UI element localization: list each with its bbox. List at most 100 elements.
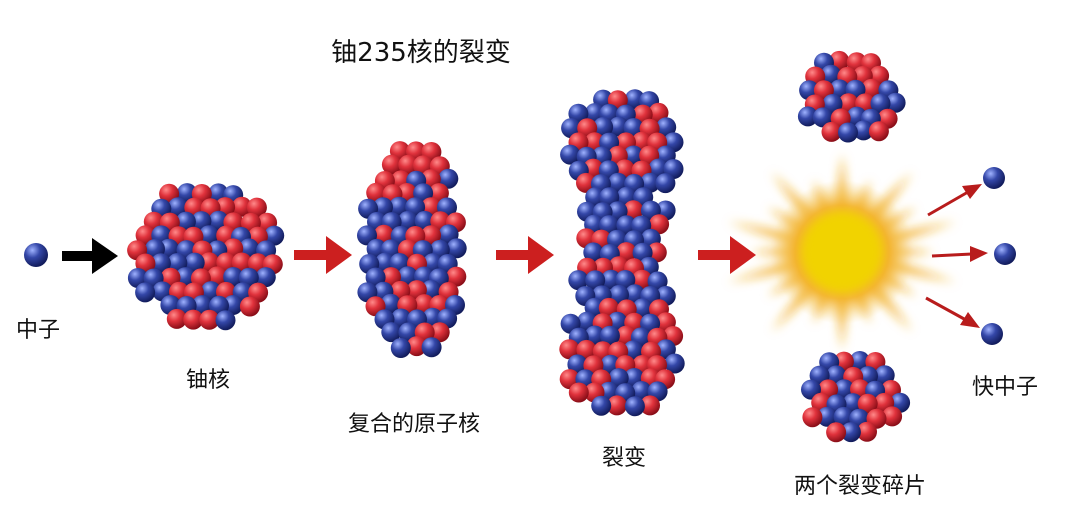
neutron-label-text: 中子 <box>16 318 61 343</box>
neutron-sphere <box>208 210 229 231</box>
compound-nucleus-cluster <box>357 141 467 358</box>
neutron-sphere <box>631 381 652 401</box>
neutron-sphere <box>599 325 620 346</box>
fragment-top-cluster <box>797 50 906 143</box>
neutron-sphere <box>380 293 401 314</box>
process-arrow-icon <box>294 236 352 274</box>
neutron-sphere <box>608 116 629 137</box>
neutron-sphere <box>833 406 854 427</box>
fast-neutron-arrow-icon <box>927 184 982 217</box>
neutron-label: 中子 <box>6 300 102 356</box>
neutron-sphere <box>664 353 685 374</box>
neutron-sphere <box>616 215 637 236</box>
proton-sphere <box>231 196 252 217</box>
proton-sphere <box>802 407 823 428</box>
neutron-sphere <box>390 338 411 358</box>
proton-sphere <box>559 339 580 360</box>
neutron-sphere <box>853 120 874 141</box>
neutron-sphere <box>601 269 621 290</box>
compound-nucleus-label-text: 复合的原子核 <box>347 412 480 437</box>
proton-sphere <box>576 339 597 360</box>
neutron-sphere <box>885 92 906 113</box>
neutron-sphere <box>981 323 1003 345</box>
neutron-sphere <box>656 117 677 138</box>
fast-neutron-arrow-icon <box>931 246 988 262</box>
uranium-nucleus-label: 铀核 <box>108 340 308 416</box>
proton-sphere <box>183 309 204 330</box>
fission-label: 裂变 <box>548 424 700 488</box>
neutron-sphere <box>840 422 861 443</box>
fast-neutrons-label: 快中子 <box>930 356 1080 414</box>
neutron-sphere <box>817 406 838 427</box>
neutron-sphere <box>438 168 459 189</box>
proton-sphere <box>246 197 267 218</box>
process-arrow-icon <box>698 236 756 274</box>
fast-neutrons-label-text: 快中子 <box>971 375 1038 400</box>
neutron-sphere <box>585 187 606 208</box>
neutron-sphere <box>446 238 467 259</box>
proton-sphere <box>166 308 187 329</box>
neutron-sphere <box>560 144 581 165</box>
proton-sphere <box>826 422 847 443</box>
fast-neutron-arrow-icon <box>925 296 980 328</box>
diagram-title: 铀235核的裂变 <box>178 26 664 74</box>
neutron-sphere <box>870 93 891 114</box>
proton-sphere <box>857 393 878 414</box>
neutron-sphere <box>797 106 818 127</box>
uranium-nucleus-label-text: 铀核 <box>185 368 230 393</box>
proton-sphere <box>649 214 670 235</box>
proton-sphere <box>606 395 627 416</box>
input-arrow-icon <box>62 238 118 274</box>
neutron-sphere <box>397 210 418 231</box>
neutron-sphere <box>24 243 48 267</box>
fission-nucleus-cluster <box>559 89 685 417</box>
neutron-sphere <box>198 225 219 246</box>
proton-sphere <box>406 336 427 357</box>
neutron-sphere <box>135 282 156 303</box>
neutron-sphere <box>150 253 171 274</box>
fragment-bottom-cluster <box>801 351 911 443</box>
neutron-sphere <box>838 122 858 143</box>
neutron-particle <box>24 243 48 267</box>
neutron-sphere <box>223 267 244 287</box>
proton-sphere <box>882 406 903 427</box>
neutron-sphere <box>255 267 276 288</box>
two-fragments-label: 两个裂变碎片 <box>740 456 980 512</box>
proton-sphere <box>231 252 252 273</box>
neutron-sphere <box>215 310 236 331</box>
neutron-sphere <box>983 167 1005 189</box>
proton-sphere <box>640 395 660 416</box>
neutron-sphere <box>585 270 606 291</box>
proton-sphere <box>623 200 644 221</box>
compound-nucleus-label: 复合的原子核 <box>322 392 506 452</box>
proton-sphere <box>868 121 889 142</box>
neutron-sphere <box>583 242 604 263</box>
neutron-sphere <box>184 252 205 273</box>
neutron-sphere <box>623 340 643 361</box>
proton-sphere <box>857 421 877 442</box>
uranium-nucleus-cluster <box>127 183 285 331</box>
neutron-sphere <box>593 117 614 137</box>
neutron-sphere <box>655 173 676 194</box>
explosion-icon <box>727 153 957 351</box>
proton-sphere <box>381 154 402 175</box>
neutron-sphere <box>381 322 402 343</box>
proton-sphere <box>821 121 842 142</box>
proton-sphere <box>568 382 589 403</box>
neutron-sphere <box>264 225 285 246</box>
process-arrow-icon <box>496 236 554 274</box>
neutron-sphere <box>591 395 612 416</box>
neutron-sphere <box>849 351 870 371</box>
neutron-sphere <box>421 337 442 358</box>
proton-sphere <box>576 172 596 193</box>
neutron-sphere <box>568 270 589 291</box>
proton-sphere <box>446 266 467 287</box>
proton-sphere <box>421 225 441 246</box>
neutron-sphere <box>624 396 645 417</box>
neutron-sphere <box>812 107 833 128</box>
fission-label-text: 裂变 <box>601 446 646 471</box>
proton-sphere <box>239 296 260 317</box>
proton-sphere <box>199 309 220 330</box>
proton-sphere <box>398 154 419 175</box>
